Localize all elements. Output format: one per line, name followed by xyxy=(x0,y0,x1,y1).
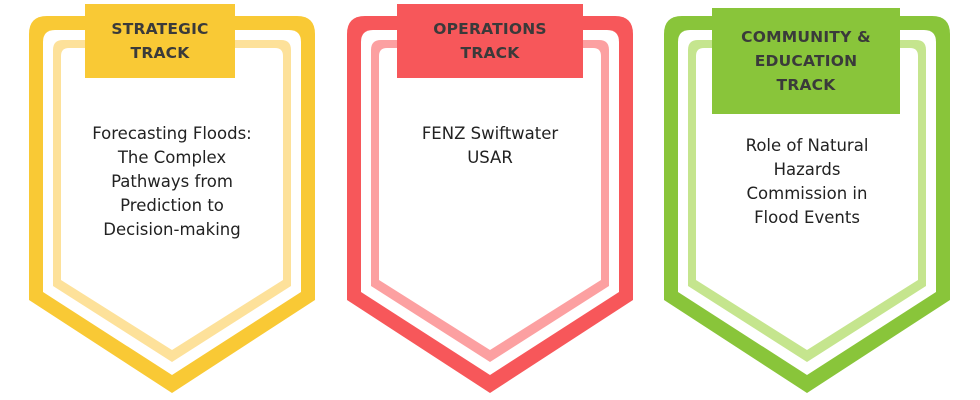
title-line: TRACK xyxy=(130,44,190,62)
strategic-shield-shape xyxy=(29,4,315,393)
session-line: FENZ Swiftwater xyxy=(421,124,559,143)
session-line: Commission in xyxy=(746,184,868,203)
title-line: EDUCATION xyxy=(754,52,858,70)
community-education-track-card: COMMUNITY & EDUCATION TRACK Role of Natu… xyxy=(652,0,962,400)
session-line: Flood Events xyxy=(754,208,860,227)
community-shield-shape xyxy=(664,8,950,393)
title-line: TRACK xyxy=(460,44,520,62)
community-session-title: Role of Natural Hazards Commission in Fl… xyxy=(692,134,922,230)
session-line: Hazards xyxy=(773,160,841,179)
session-line: USAR xyxy=(467,148,513,167)
operations-track-card: OPERATIONS TRACK FENZ Swiftwater USAR xyxy=(335,0,645,400)
strategic-track-title: STRATEGIC TRACK xyxy=(85,4,235,78)
operations-track-title: OPERATIONS TRACK xyxy=(397,4,583,78)
community-education-track-title: COMMUNITY & EDUCATION TRACK xyxy=(712,8,900,114)
title-line: STRATEGIC xyxy=(111,20,209,38)
session-line: Role of Natural xyxy=(745,136,869,155)
session-line: The Complex xyxy=(117,148,227,167)
session-line: Prediction to xyxy=(120,196,224,215)
title-line: COMMUNITY & xyxy=(741,28,871,46)
session-line: Forecasting Floods: xyxy=(92,124,252,143)
strategic-track-card: STRATEGIC TRACK Forecasting Floods: The … xyxy=(17,0,327,400)
operations-shield-shape xyxy=(347,4,633,393)
title-line: TRACK xyxy=(776,76,836,94)
operations-session-title: FENZ Swiftwater USAR xyxy=(375,122,605,170)
session-line: Decision-making xyxy=(103,220,241,239)
title-line: OPERATIONS xyxy=(433,20,547,38)
session-line: Pathways from xyxy=(111,172,233,191)
strategic-session-title: Forecasting Floods: The Complex Pathways… xyxy=(57,122,287,242)
